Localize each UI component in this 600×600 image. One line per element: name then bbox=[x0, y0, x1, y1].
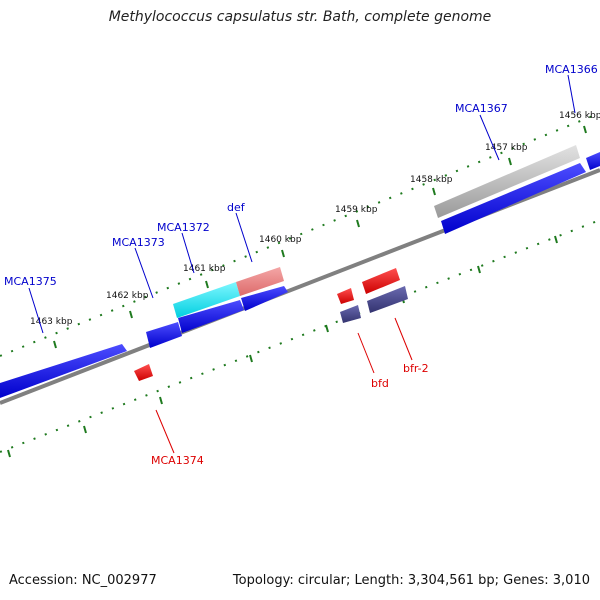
forward-leader-lines bbox=[28, 74, 576, 334]
gene-arrow-bfd[interactable] bbox=[340, 305, 361, 323]
gene-arrow-mca1366[interactable] bbox=[586, 152, 600, 170]
tick-mark bbox=[281, 249, 285, 258]
tick-mark bbox=[477, 265, 481, 274]
tick-mark bbox=[205, 280, 209, 289]
map-title: Methylococcus capsulatus str. Bath, comp… bbox=[108, 9, 492, 25]
gene-arrow-mca1375[interactable] bbox=[0, 344, 127, 398]
tick-mark bbox=[83, 425, 87, 434]
gene-arrow-bfr-2-red[interactable] bbox=[362, 268, 400, 294]
gene-arrow-def[interactable] bbox=[241, 286, 288, 311]
gene-arrow-mca1373[interactable] bbox=[146, 322, 182, 348]
tick-label: 1456 kbp bbox=[559, 111, 600, 121]
tick-mark bbox=[249, 354, 253, 363]
gene-label-def[interactable]: def bbox=[227, 201, 246, 214]
gene-arrow-bfd-red[interactable] bbox=[337, 288, 354, 304]
accession-text: Accession: NC_002977 bbox=[9, 573, 157, 588]
gene-label-mca1366[interactable]: MCA1366 bbox=[545, 63, 598, 76]
leader-mca1374 bbox=[155, 409, 175, 454]
cyan-feature[interactable] bbox=[173, 282, 240, 318]
reverse-leader-lines bbox=[155, 317, 413, 454]
tick-label: 1458 kbp bbox=[410, 175, 453, 185]
tick-mark bbox=[508, 157, 512, 166]
reverse-major-ticks bbox=[7, 235, 558, 458]
gene-arrow-mca1372[interactable] bbox=[178, 300, 244, 333]
tick-mark bbox=[432, 187, 436, 196]
tick-mark bbox=[129, 310, 133, 319]
gene-label-mca1375[interactable]: MCA1375 bbox=[4, 275, 57, 288]
leader-mca1367 bbox=[479, 114, 500, 161]
gene-arrow-mca1367[interactable] bbox=[441, 163, 586, 234]
leader-def bbox=[235, 212, 253, 263]
gene-label-mca1367[interactable]: MCA1367 bbox=[455, 102, 508, 115]
tick-label: 1461 kbp bbox=[183, 264, 226, 274]
tick-mark bbox=[554, 235, 558, 244]
gene-arrow-bfr-2[interactable] bbox=[367, 286, 408, 313]
tick-mark bbox=[159, 396, 163, 405]
leader-bfr-2 bbox=[394, 317, 413, 361]
tick-label: 1457 kbp bbox=[485, 143, 528, 153]
tick-label: 1459 kbp bbox=[335, 205, 378, 215]
reverse-tick-rail bbox=[0, 219, 600, 453]
leader-bfd bbox=[357, 332, 375, 374]
tick-label: 1463 kbp bbox=[30, 317, 73, 327]
tick-mark bbox=[325, 324, 329, 333]
grey-feature[interactable] bbox=[434, 145, 580, 218]
tick-mark bbox=[7, 449, 11, 458]
leader-mca1373 bbox=[134, 247, 154, 299]
leader-mca1366 bbox=[567, 74, 576, 114]
tick-mark bbox=[356, 219, 360, 228]
leader-mca1375 bbox=[28, 287, 44, 334]
tick-mark bbox=[53, 340, 57, 349]
major-ticks bbox=[53, 125, 587, 349]
gene-label-bfr-2[interactable]: bfr-2 bbox=[403, 362, 429, 375]
pink-feature[interactable] bbox=[236, 267, 284, 296]
genome-summary-text: Topology: circular; Length: 3,304,561 bp… bbox=[232, 573, 590, 588]
gene-label-mca1373[interactable]: MCA1373 bbox=[112, 236, 165, 249]
gene-label-bfd[interactable]: bfd bbox=[371, 377, 389, 390]
tick-label: 1460 kbp bbox=[259, 235, 302, 245]
tick-mark bbox=[583, 125, 587, 134]
gene-label-mca1374[interactable]: MCA1374 bbox=[151, 454, 204, 467]
tick-label: 1462 kbp bbox=[106, 291, 149, 301]
leader-mca1372 bbox=[181, 232, 195, 274]
gene-arrow-mca1374[interactable] bbox=[134, 364, 153, 381]
gene-label-mca1372[interactable]: MCA1372 bbox=[157, 221, 210, 234]
